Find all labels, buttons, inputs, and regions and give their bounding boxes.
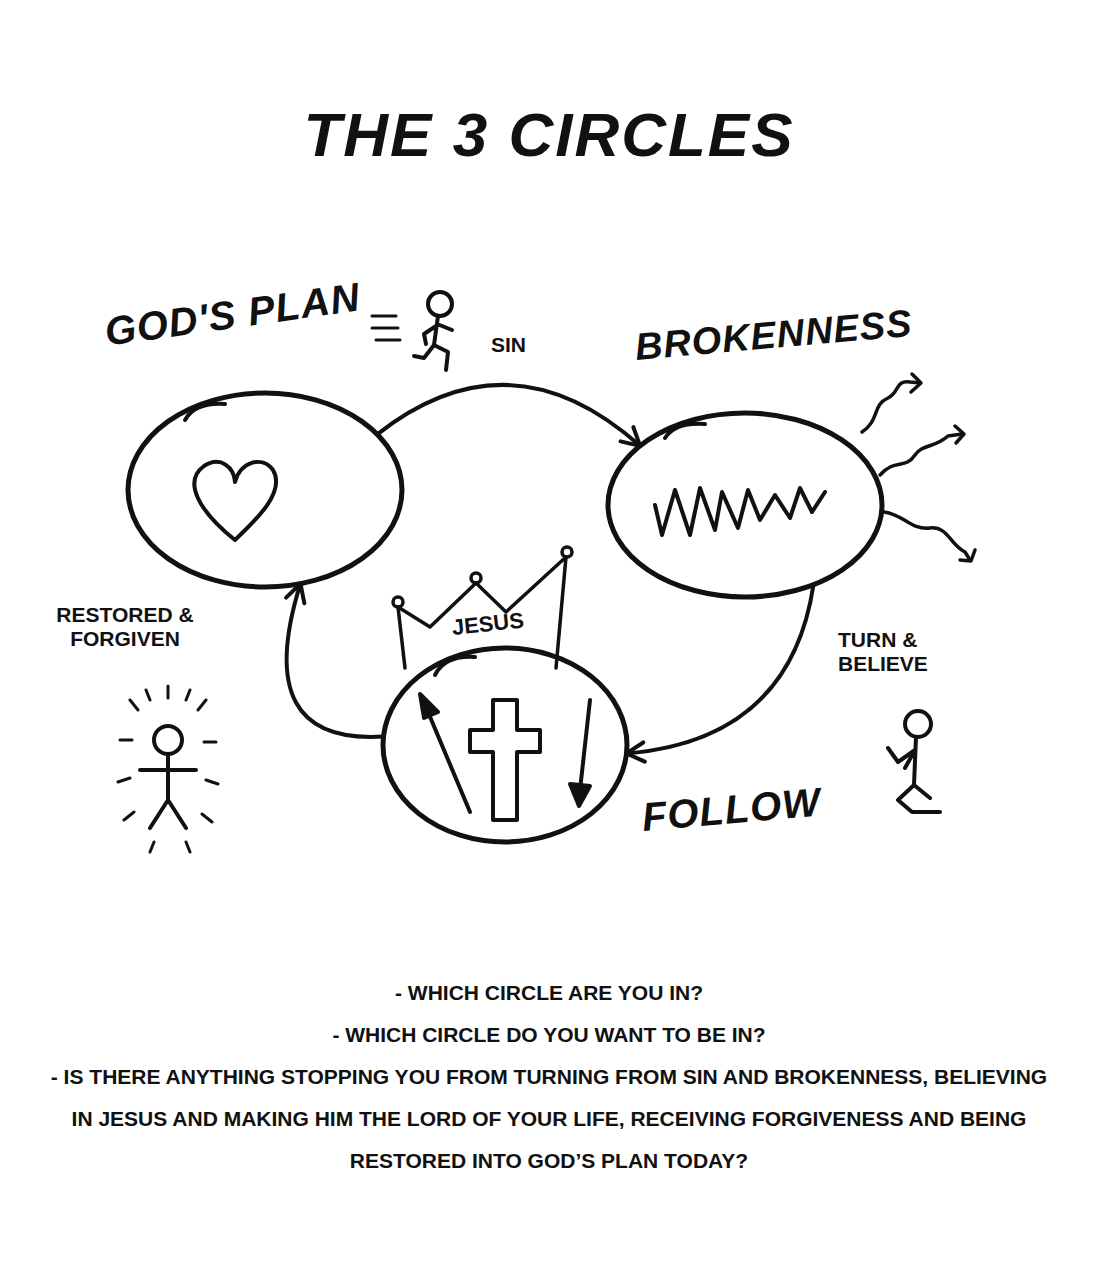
connector-arrow	[627, 585, 814, 762]
cross-symbol	[470, 700, 540, 820]
connector-curve	[287, 584, 384, 737]
circle-node: BROKENNESS	[605, 410, 885, 600]
question-list: - WHICH CIRCLE ARE YOU IN?- WHICH CIRCLE…	[49, 972, 1049, 1182]
glowing-figure	[118, 686, 218, 852]
edge-label: RESTORED & FORGIVEN	[38, 603, 212, 651]
circle-outline	[128, 393, 402, 587]
circle-stroke-tick	[435, 657, 475, 675]
connector-arrow	[377, 385, 640, 446]
up-down-arrows	[420, 694, 590, 812]
circle-stroke-tick	[185, 404, 225, 420]
connector-curve	[377, 385, 640, 446]
edge-label: SIN	[488, 333, 529, 357]
circle-outline	[383, 648, 627, 842]
kneeling-figure	[888, 711, 940, 812]
question-text: - IS THERE ANYTHING STOPPING YOU FROM TU…	[49, 1056, 1049, 1182]
zigzag-symbol	[655, 488, 825, 535]
running-figure	[372, 292, 452, 370]
heart-symbol	[194, 462, 276, 540]
arrow-head	[621, 427, 640, 446]
edge-label: TURN & BELIEVE	[835, 628, 956, 676]
connector-curve	[627, 585, 814, 754]
question-text: - WHICH CIRCLE ARE YOU IN?	[49, 972, 1049, 1014]
question-text: - WHICH CIRCLE DO YOU WANT TO BE IN?	[49, 1014, 1049, 1056]
wavy-arrows	[862, 374, 975, 561]
circle-node: GOD'S PLAN	[125, 390, 405, 590]
circle-stroke-tick	[665, 424, 705, 438]
circle-outline	[605, 410, 885, 600]
circle-caption: FOLLOW	[640, 781, 822, 836]
circle-heading: BROKENNESS	[633, 304, 913, 366]
connector-arrow	[286, 584, 383, 737]
title: THE 3 CIRCLES	[0, 104, 1098, 166]
circle-heading: JESUS	[451, 610, 525, 639]
circle-outline	[380, 645, 630, 845]
circle-node: JESUSFOLLOW	[380, 645, 630, 845]
circle-outline	[125, 390, 405, 590]
circle-outline	[608, 413, 882, 597]
circle-heading: GOD'S PLAN	[102, 276, 362, 351]
